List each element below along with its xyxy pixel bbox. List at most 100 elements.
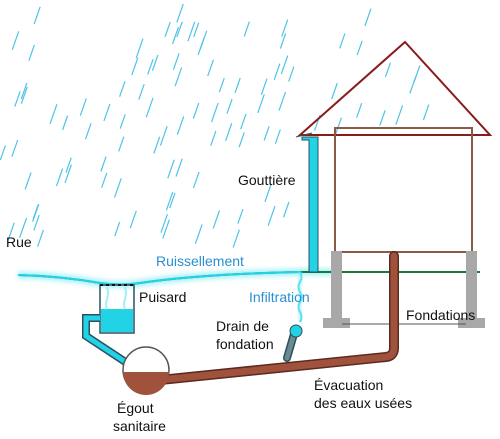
house-roof <box>297 40 493 136</box>
rain-streak <box>267 205 276 226</box>
rain-streak <box>356 40 363 56</box>
rain-streak <box>14 91 21 107</box>
rain-streak <box>288 66 295 82</box>
rain-streak <box>24 172 32 190</box>
rain-streaks <box>0 3 430 248</box>
rain-streak <box>20 82 28 100</box>
rain-streak <box>171 26 180 45</box>
rain-streak <box>62 115 69 131</box>
rain-streak <box>422 104 430 121</box>
rain-streak <box>176 21 183 38</box>
rain-streak <box>118 136 125 152</box>
rain-streak <box>175 158 183 177</box>
rain-streak <box>174 67 183 87</box>
label-evac-line2: des eaux usées <box>314 395 412 411</box>
rain-streak <box>169 192 176 209</box>
rain-streak <box>20 86 28 104</box>
rain-streak <box>79 98 87 116</box>
rain-streak <box>0 145 6 161</box>
label-ruissellement: Ruissellement <box>156 253 244 269</box>
rain-streak <box>28 44 35 61</box>
label-egout-line1: Égout <box>117 400 154 416</box>
puisard <box>82 284 135 369</box>
rain-streak <box>210 102 219 123</box>
label-drain-line2: fondation <box>216 336 274 352</box>
house-walls <box>334 127 473 253</box>
label-egout-line2: sanitaire <box>113 418 166 434</box>
rain-streak <box>37 229 45 247</box>
rain-streak <box>33 6 41 25</box>
foundations <box>323 251 485 328</box>
rain-streak <box>7 222 15 240</box>
rain-streak <box>151 54 159 71</box>
rain-streak <box>100 156 107 172</box>
rain-streak <box>84 123 92 140</box>
rain-streak <box>210 130 217 146</box>
rain-streak <box>101 172 108 188</box>
rain-streak <box>335 117 343 135</box>
rain-streak <box>238 132 245 148</box>
rain-streak <box>119 81 126 97</box>
rain-streak <box>64 164 72 184</box>
rain-streak <box>234 77 241 94</box>
rain-streak <box>33 214 40 231</box>
rain-streak <box>224 123 233 142</box>
rain-streak <box>264 183 272 203</box>
rain-streak <box>278 91 287 111</box>
label-evac-line1: Évacuation <box>314 377 383 393</box>
rain-streak <box>147 58 154 75</box>
label-infiltration: Infiltration <box>249 289 310 305</box>
rain-streak <box>379 110 386 126</box>
rain-streak <box>172 53 180 70</box>
label-drain-line1: Drain de <box>216 318 269 334</box>
rain-streak <box>197 37 205 56</box>
rain-streak <box>240 113 247 130</box>
rain-streak <box>331 82 338 100</box>
label-rue: Rue <box>6 234 32 250</box>
rain-streak <box>232 229 240 248</box>
rain-streak <box>135 38 144 59</box>
rain-streak <box>103 103 111 122</box>
rain-streak <box>395 105 404 125</box>
rain-streak <box>207 59 215 77</box>
rain-streak <box>226 98 233 114</box>
rain-streak <box>114 221 121 237</box>
rain-streak <box>339 33 346 49</box>
rain-streak <box>218 77 225 93</box>
rain-streak <box>263 126 270 141</box>
rain-streak <box>11 31 20 50</box>
label-fondations: Fondations <box>406 307 475 323</box>
rain-streak <box>65 157 72 173</box>
rain-streak <box>138 84 145 100</box>
rain-streak <box>176 3 184 23</box>
label-gouttiere: Gouttière <box>238 172 296 188</box>
rain-streak <box>129 210 137 229</box>
rain-streak <box>176 116 185 135</box>
rain-streak <box>192 171 200 189</box>
rain-streak <box>11 139 19 157</box>
rain-streak <box>153 136 161 154</box>
rain-streak <box>281 19 289 37</box>
rain-streak <box>160 213 169 233</box>
rain-streak <box>55 168 64 187</box>
rain-streak <box>413 65 421 82</box>
rain-streak <box>364 8 372 27</box>
rain-streak <box>384 62 391 78</box>
rain-streak <box>187 21 196 42</box>
rain-streak <box>274 129 281 144</box>
rain-streak <box>165 191 174 211</box>
rain-streak <box>257 94 265 114</box>
rain-streak <box>159 125 168 146</box>
rain-streak <box>243 21 250 37</box>
rain-streak <box>167 159 175 179</box>
drain-head <box>289 324 303 338</box>
rain-streak <box>32 204 39 220</box>
rain-streak <box>119 114 126 129</box>
rain-streak <box>192 102 200 119</box>
rain-streak <box>356 103 363 118</box>
rain-streak <box>212 210 221 229</box>
label-puisard: Puisard <box>139 289 186 305</box>
rain-streak <box>260 78 268 95</box>
